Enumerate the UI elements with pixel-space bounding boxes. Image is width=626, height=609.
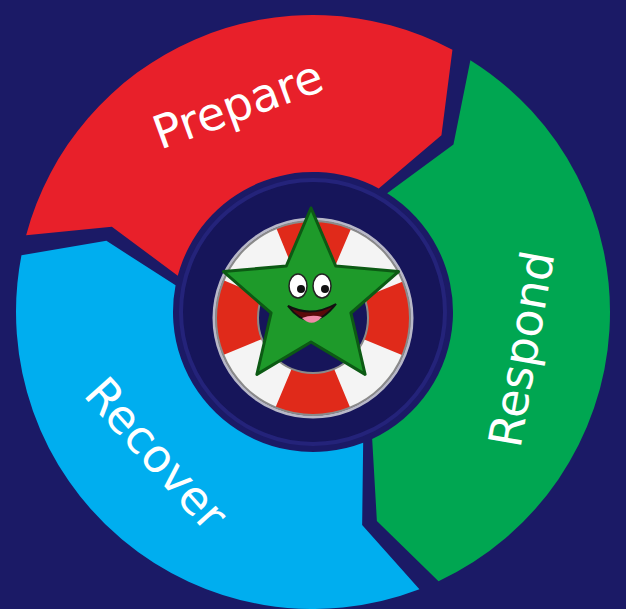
tongue: [302, 316, 322, 323]
arrow-arc: [26, 15, 452, 276]
eye: [313, 274, 331, 298]
star-character: [224, 208, 399, 374]
center-disc: [181, 180, 445, 444]
pupil: [321, 285, 329, 293]
arrow-arc: [16, 241, 419, 609]
arrow-arc: [372, 60, 610, 581]
pupil: [297, 285, 305, 293]
eye: [289, 274, 307, 298]
